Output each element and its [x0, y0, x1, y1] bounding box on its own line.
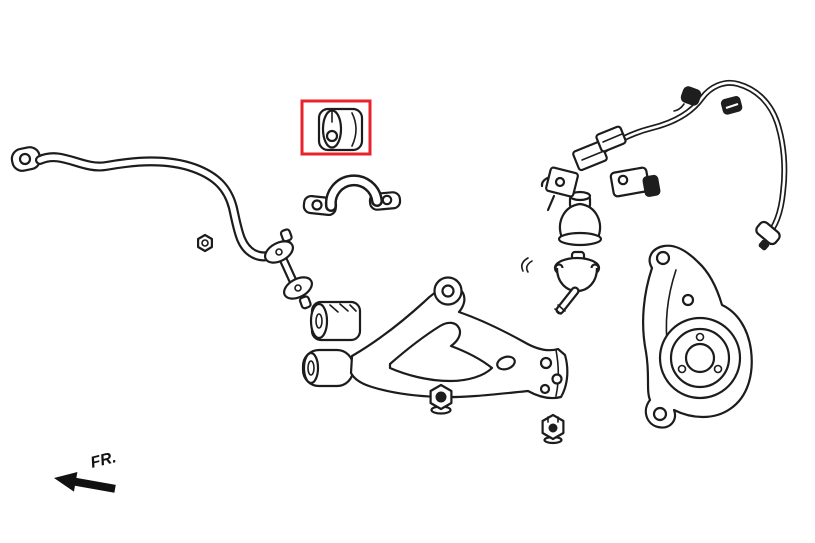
part-lower-control-arm	[301, 276, 569, 400]
part-stabilizer-bar	[10, 146, 292, 262]
part-abs-sensor-wire	[585, 79, 788, 240]
part-castle-nut	[541, 413, 565, 445]
part-cotter-pin	[521, 257, 533, 273]
highlight-box	[300, 99, 372, 156]
part-steering-knuckle	[642, 244, 753, 429]
direction-label: FR.	[89, 449, 118, 472]
part-wire-bracket	[545, 166, 661, 212]
part-bushing-bracket	[302, 174, 402, 217]
part-ball-joint	[553, 250, 601, 315]
part-abs-sensor	[755, 220, 781, 251]
part-wire-connector	[572, 125, 627, 172]
part-control-arm-bushing	[309, 300, 362, 342]
fr-direction-indicator: FR.	[54, 449, 118, 493]
part-flange-nut	[429, 383, 453, 415]
part-clamp-nut	[197, 233, 213, 253]
part-wire-clip	[673, 86, 702, 112]
part-stabilizer-bar-bushing	[317, 107, 364, 152]
part-ball-joint-dust-boot	[557, 190, 603, 247]
fr-arrow-icon	[54, 471, 116, 493]
part-stabilizer-end-link	[263, 228, 314, 310]
part-grommet	[720, 96, 743, 115]
